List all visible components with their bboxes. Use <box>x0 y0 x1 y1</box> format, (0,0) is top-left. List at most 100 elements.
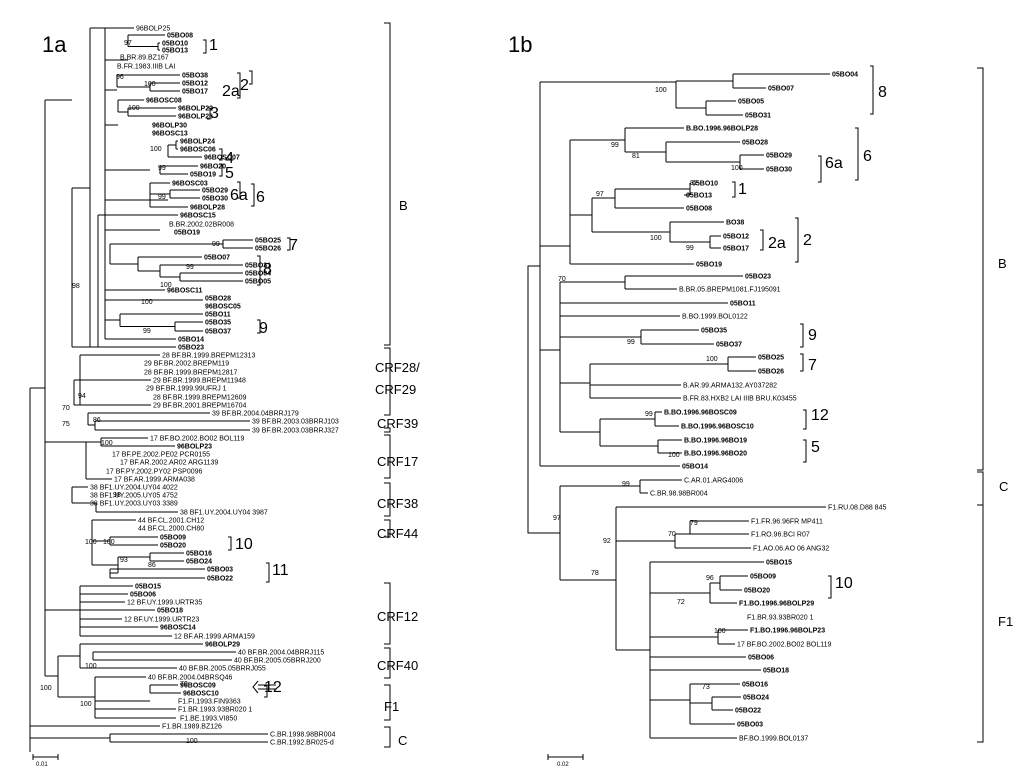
bootstrap-value: 99 <box>212 241 220 248</box>
bootstrap-value: 100 <box>101 440 113 447</box>
leaf-label: 44 BF.CL.2001.CH12 <box>138 518 204 525</box>
subtype-bracket <box>257 255 261 286</box>
bootstrap-value: 100 <box>160 282 172 289</box>
bootstrap-value: 99 <box>158 194 166 201</box>
subtype-label: 8 <box>878 84 887 101</box>
bootstrap-value: 100 <box>85 539 97 546</box>
leaf-label: 05BO06 <box>130 592 156 599</box>
leaf-label: 96BOLP23 <box>177 444 212 451</box>
bootstrap-value: 93 <box>120 557 128 564</box>
bootstrap-value: 100 <box>706 356 718 363</box>
leaf-label: F1.BR.93.93BR020 1 <box>747 615 814 622</box>
leaf-label: 05BO28 <box>205 296 231 303</box>
subtype-label: 6 <box>863 148 872 165</box>
group-bracket <box>977 67 984 471</box>
leaf-label: 17 BF.AR.1999.ARMA038 <box>114 477 195 484</box>
leaf-label: B.BO.1996.96BOLP28 <box>686 126 758 133</box>
leaf-label: 05BO37 <box>205 329 231 336</box>
leaf-label: 96BOSC06 <box>180 147 216 154</box>
bootstrap-value: 98 <box>72 283 80 290</box>
subtype-bracket <box>203 39 207 54</box>
bootstrap-value: 70 <box>62 405 70 412</box>
bootstrap-value: 99 <box>186 264 194 271</box>
bootstrap-value: 100 <box>144 81 156 88</box>
leaf-label: 05BO07 <box>204 255 230 262</box>
leaf-label: 17 BF.BO.2002.BO02 BOL119 <box>150 436 245 443</box>
bootstrap-value: 100 <box>128 105 140 112</box>
leaf-label: B.BR.05.BREPM1081.FJ195091 <box>679 287 781 294</box>
group-label: CRF39 <box>377 416 418 431</box>
group-label: CRF29 <box>375 382 416 397</box>
group-bracket <box>384 427 391 433</box>
leaf-label: 96BOLP22 <box>178 106 213 113</box>
subtype-bracket <box>795 217 799 263</box>
tree-branch <box>527 265 560 534</box>
leaf-label: 44 BF.CL.2000.CH80 <box>138 526 204 533</box>
leaf-label: 05BO24 <box>743 695 769 702</box>
bootstrap-value: 94 <box>78 393 86 400</box>
leaf-label: F1.FR.96.96FR MP411 <box>751 519 823 526</box>
leaf-label: 05BO13 <box>162 48 188 55</box>
leaf-label: 96BOLP29 <box>205 642 240 649</box>
bootstrap-value: 78 <box>591 570 599 577</box>
leaf-label: 17 BF.PY.2002.PY02 PSP0096 <box>106 469 202 476</box>
leaf-label: 29 BF.BR.2002.BREPM119 <box>144 361 229 368</box>
leaf-label: 05BO09 <box>160 535 186 542</box>
subtype-label: 2 <box>803 232 812 249</box>
subtype-bracket <box>219 148 223 161</box>
leaf-label: 96BOSC14 <box>160 625 196 632</box>
subtype-bracket <box>803 439 807 463</box>
bootstrap-value: 100 <box>141 299 153 306</box>
scale-label: 0.01 <box>36 762 48 768</box>
group-bracket <box>384 726 391 748</box>
subtype-bracket <box>828 575 832 599</box>
leaf-label: 96BOSC11 <box>167 288 203 295</box>
leaf-label: 38 BF1.UY.2003.UY03 3389 <box>90 501 178 508</box>
leaf-label: F1.AO.06.AO 06 ANG32 <box>753 546 829 553</box>
leaf-label: 05BO17 <box>723 246 749 253</box>
leaf-label: 39 BF.BR.2003.03BRRJ103 <box>252 419 339 426</box>
subtype-bracket <box>287 237 291 251</box>
subtype-label: 6 <box>256 189 265 206</box>
leaf-label: 05BO06 <box>748 655 774 662</box>
leaf-label: 17 BF.AR.2002.AR02 ARG1139 <box>120 460 218 467</box>
leaf-label: 12 BF.AR.1999.ARMA159 <box>174 634 255 641</box>
subtype-label: 11 <box>272 562 289 579</box>
group-label: CRF38 <box>377 496 418 511</box>
leaf-label: 05BO20 <box>160 543 186 550</box>
subtype-label: 4 <box>225 150 234 167</box>
subtype-bracket <box>760 229 764 251</box>
leaf-label: 05BO25 <box>255 238 281 245</box>
leaf-label: 17 BF.PE.2002.PE02 PCR0155 <box>112 452 210 459</box>
leaf-label: B.BO.1999.BOL0122 <box>682 314 748 321</box>
leaf-label: 29 BF.BR.1999.99UFRJ 1 <box>146 386 227 393</box>
bootstrap-value: 86 <box>148 562 156 569</box>
leaf-label: 05BO16 <box>186 551 212 558</box>
subtype-label: 7 <box>289 237 298 254</box>
subtype-label: 3 <box>210 105 219 122</box>
subtype-bracket <box>800 323 804 348</box>
subtype-bracket <box>800 353 804 372</box>
group-bracket <box>384 22 391 346</box>
bootstrap-value: 99 <box>686 245 694 252</box>
leaf-label: C.BR.98.98BR004 <box>650 491 708 498</box>
bootstrap-value: 92 <box>603 538 611 545</box>
leaf-label: 05BO12 <box>182 81 208 88</box>
leaf-label: F1.BO.1996.96BOLP23 <box>750 628 825 635</box>
group-bracket <box>384 684 391 721</box>
bootstrap-value: 81 <box>632 153 640 160</box>
leaf-label: 96BOSC09 <box>180 683 216 690</box>
group-bracket <box>384 582 391 645</box>
leaf-label: 05BO03 <box>737 722 763 729</box>
bootstrap-value: 99 <box>143 328 151 335</box>
leaf-label: 39 BF.BR.2003.03BRRJ327 <box>252 428 339 435</box>
bootstrap-value: 99 <box>645 411 653 418</box>
bootstrap-value: 96 <box>116 74 124 81</box>
leaf-label: 05BO10 <box>162 41 188 48</box>
leaf-label: 05BO30 <box>766 167 792 174</box>
subtype-bracket <box>266 562 270 583</box>
group-label: CRF40 <box>377 658 418 673</box>
subtype-label: 1 <box>738 181 747 198</box>
subtype-label: 5 <box>811 439 820 456</box>
leaf-label: 40 BF.BR.2004.04BRRJ115 <box>238 650 324 657</box>
